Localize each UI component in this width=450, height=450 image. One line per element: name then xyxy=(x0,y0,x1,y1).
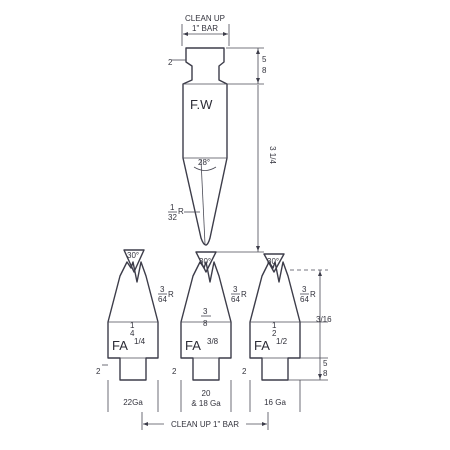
r64-left-r: R xyxy=(168,290,174,299)
tool-fa-half: 30° 1 2 FA 1/2 2 xyxy=(242,253,301,381)
r64-left-num: 3 xyxy=(160,285,165,294)
r64-left-den: 64 xyxy=(158,295,167,304)
gauge-right-label: 16 Ga xyxy=(264,398,286,407)
fa-3-8-angle-mark xyxy=(195,251,217,273)
dim-5-8-bottom-num: 5 xyxy=(323,359,328,368)
fa-quarter-outline xyxy=(107,261,159,381)
dim-2-mid: 2 xyxy=(172,367,177,376)
angle-30-right: 30° xyxy=(267,257,279,266)
dim-3-8-num: 3 xyxy=(203,307,208,316)
radius-32-num: 1 xyxy=(170,203,175,212)
radius-32-suffix: R xyxy=(178,207,184,216)
r64-mid-num: 3 xyxy=(233,285,238,294)
clean-up-bottom-label: CLEAN UP 1" BAR xyxy=(171,420,239,429)
dim-quarter-num: 1 xyxy=(130,321,135,330)
tool-fa-3-8: 30° 3 8 FA 3/8 2 xyxy=(172,251,232,381)
gauge-dimensions: 22Ga 20 & 18 Ga 16 Ga xyxy=(107,380,301,412)
fw-tool: CLEAN UP 1" BAR F.W 28° 1 32 R 2 xyxy=(168,14,230,246)
fa-half-main: FA xyxy=(254,338,270,353)
fa-half-angle-mark xyxy=(263,253,285,273)
dim-half-num: 1 xyxy=(272,321,277,330)
fa-3-8-sup: 3/8 xyxy=(207,337,219,346)
fw-label: F.W xyxy=(190,97,213,112)
fa-quarter-angle-mark xyxy=(123,249,145,273)
fa-3-8-main: FA xyxy=(185,338,201,353)
tip-radius-labels: 3 64 R 3 64 R 3 64 R xyxy=(158,285,316,304)
gauge-mid-label-1: 20 xyxy=(202,389,211,398)
fw-dimensions: 5 8 3 1/4 xyxy=(211,47,277,253)
fa-half-sup: 1/2 xyxy=(276,337,288,346)
fw-angle-arc xyxy=(193,166,217,171)
angle-28-label: 28° xyxy=(198,158,210,167)
fa-half-outline xyxy=(249,261,301,381)
r64-mid-den: 64 xyxy=(231,295,240,304)
fa-quarter-main: FA xyxy=(112,338,128,353)
dim-5-8-num: 5 xyxy=(262,55,267,64)
dim-3-1-4-label: 3 1/4 xyxy=(268,146,277,164)
gauge-left-label: 22Ga xyxy=(123,398,143,407)
dim-half-den: 2 xyxy=(272,329,277,338)
dim-3-8-den: 8 xyxy=(203,319,208,328)
r64-mid-r: R xyxy=(241,290,247,299)
fa-quarter-sup: 1/4 xyxy=(134,337,146,346)
dim-2-top: 2 xyxy=(168,58,173,67)
dim-2-left: 2 xyxy=(96,367,101,376)
dim-5-8-den: 8 xyxy=(262,66,267,75)
dim-2-right: 2 xyxy=(242,367,247,376)
dim-quarter-den: 4 xyxy=(130,329,135,338)
r64-right-num: 3 xyxy=(302,285,307,294)
bottom-dimensions: 3/16 5 8 xyxy=(288,269,332,381)
bar-top-label: 1" BAR xyxy=(192,24,218,33)
r64-right-r: R xyxy=(310,290,316,299)
angle-30-mid: 30° xyxy=(199,257,211,266)
r64-right-den: 64 xyxy=(300,295,309,304)
dim-5-8-bottom-den: 8 xyxy=(323,369,328,378)
fw-outline xyxy=(182,47,228,246)
gauge-mid-label-2: & 18 Ga xyxy=(191,399,221,408)
radius-32-den: 32 xyxy=(168,213,177,222)
clean-up-bottom: CLEAN UP 1" BAR xyxy=(141,412,269,430)
angle-30-left: 30° xyxy=(127,251,139,260)
clean-up-top-label: CLEAN UP xyxy=(185,14,225,23)
fw-center-line xyxy=(200,159,206,245)
tool-fa-quarter: 30° 1 4 FA 1/4 2 xyxy=(96,249,159,381)
dim-side-small: 3/16 xyxy=(316,315,332,324)
